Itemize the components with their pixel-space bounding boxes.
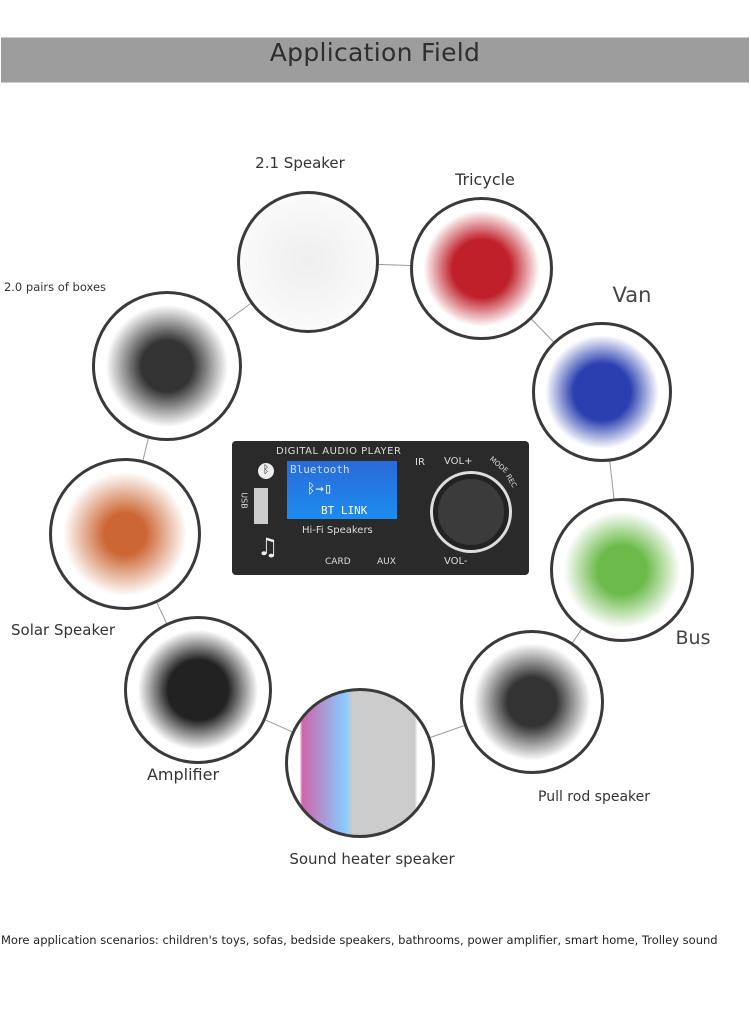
vol-up-label: VOL+ xyxy=(444,456,473,467)
card-label: CARD xyxy=(325,557,351,567)
aux-label: AUX xyxy=(377,557,396,567)
screen-bottom-text: BT LINK xyxy=(321,504,368,517)
usb-label: USB xyxy=(239,492,249,509)
lcd-screen: Bluetooth ᛒ→▯ BT LINK xyxy=(287,461,397,519)
amplifier-image xyxy=(124,616,272,764)
screen-top-text: Bluetooth xyxy=(290,463,350,476)
page-title: Application Field xyxy=(269,38,481,67)
music-note-icon: ♫ xyxy=(257,533,279,561)
solar-speaker-image xyxy=(49,458,201,610)
label-pull-rod-speaker: Pull rod speaker xyxy=(538,789,650,805)
vol-down-label: VOL- xyxy=(444,556,468,567)
tricycle-image xyxy=(410,197,553,340)
rec-button: REC xyxy=(504,472,519,490)
label-amplifier: Amplifier xyxy=(146,765,220,784)
ir-label: IR xyxy=(415,457,425,468)
volume-knob xyxy=(433,474,509,550)
bus-image xyxy=(550,498,694,642)
header-banner: Application Field xyxy=(1,37,749,83)
digital-audio-player-board: DIGITAL AUDIO PLAYER ᛒ USB ♫ Bluetooth ᛒ… xyxy=(232,441,529,575)
speaker-pair-image xyxy=(92,291,242,441)
label-tricycle: Tricycle xyxy=(455,170,515,189)
footer-note: More application scenarios: children's t… xyxy=(1,933,718,947)
label-2-0-boxes: 2.0 pairs of boxes xyxy=(3,280,107,294)
bluetooth-icon: ᛒ xyxy=(258,463,274,479)
soundbar-image xyxy=(285,688,435,838)
label-van: Van xyxy=(612,283,652,307)
label-2-1-speaker: 2.1 Speaker xyxy=(255,154,345,172)
board-title: DIGITAL AUDIO PLAYER xyxy=(276,446,402,457)
label-solar-speaker: Solar Speaker xyxy=(10,621,116,639)
mode-button: MODE xyxy=(487,455,510,475)
pull-rod-speaker-image xyxy=(460,630,604,774)
van-image xyxy=(532,322,672,462)
board-subtitle: Hi-Fi Speakers xyxy=(302,525,373,536)
speaker-2-1-image xyxy=(237,191,379,333)
usb-port xyxy=(254,488,268,524)
bt-link-arrow-icon: ᛒ→▯ xyxy=(307,481,333,497)
label-sound-heater-speaker: Sound heater speaker xyxy=(289,850,455,868)
label-bus: Bus xyxy=(675,627,711,649)
